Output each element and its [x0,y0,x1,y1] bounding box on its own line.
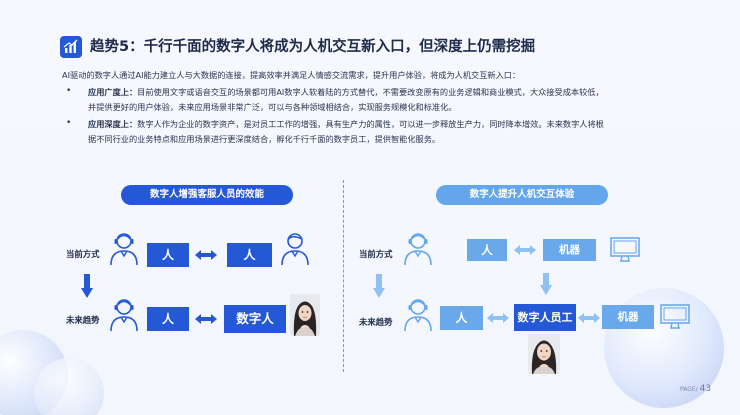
down-arrow-icon [81,274,93,298]
monitor-icon [660,304,690,329]
bullet-dot: • [66,118,72,128]
person-box: 人 [467,239,507,261]
person-icon [110,299,138,332]
page-title: 趋势5：千行千面的数字人将成为人机交互新入口，但深度上仍需挖掘 [90,39,536,55]
person-box: 人 [440,306,483,330]
trend-chart-icon [60,36,82,58]
digital-human-avatar [528,334,560,374]
double-arrow-icon [578,313,600,323]
bullet-text: 并提供更好的用户体验，未来应用场景非常广泛，可以与各种领域相结合，实现服务规模化… [88,102,457,112]
person-icon [110,233,138,266]
left-diagram-heading: 数字人增强客服人员的效能 [121,185,293,205]
monitor-icon [610,237,640,262]
future-trend-label: 未来趋势 [66,315,100,325]
digital-human-avatar [290,294,320,336]
future-trend-label: 未来趋势 [359,317,393,327]
down-arrow-icon [540,273,552,295]
page-number: PAGE/ 43 [680,384,711,394]
bullet-head: 应用广度上： [88,87,138,97]
bullet-text: 目前使用文字或语音交互的场景都可用AI数字人软着陆的方式替代，不需要改变原有的业… [137,87,604,97]
digital-human-box: 数字人 [224,305,286,333]
person-icon [404,299,432,332]
bullet-dot: • [66,86,72,96]
digital-employee-box: 数字人员工 [514,304,576,331]
person-icon [281,233,309,266]
bullet-head: 应用深度上： [88,119,138,129]
machine-box: 机器 [543,239,596,261]
current-method-label: 当前方式 [66,249,100,259]
page-number-value: 43 [699,384,712,394]
bullet-text: 据不同行业的业务特点和应用场景进行更深度结合，孵化千行千面的数字员工，提供智能化… [88,134,441,144]
current-method-label: 当前方式 [359,249,393,259]
person-box: 人 [147,243,189,267]
double-arrow-icon [487,313,509,323]
decorative-bubble [34,358,104,415]
page-prefix: PAGE/ [680,386,698,393]
person-icon [404,233,432,266]
down-arrow-icon [373,274,385,298]
intro-text: AI驱动的数字人通过AI能力建立人与大数据的连接，提高效率并满足人情感交流需求，… [62,70,521,80]
right-diagram-heading: 数字人提升人机交互体验 [436,185,608,205]
section-divider [343,180,344,372]
double-arrow-icon [514,245,536,255]
person-box: 人 [147,307,189,331]
double-arrow-icon [195,314,217,324]
double-arrow-icon [195,250,217,260]
bullet-text: 数字人作为企业的数字资产，是对员工工作的增强，具有生产力的属性，可以进一步释放生… [137,119,604,129]
machine-box: 机器 [602,305,654,329]
person-box: 人 [227,243,272,267]
